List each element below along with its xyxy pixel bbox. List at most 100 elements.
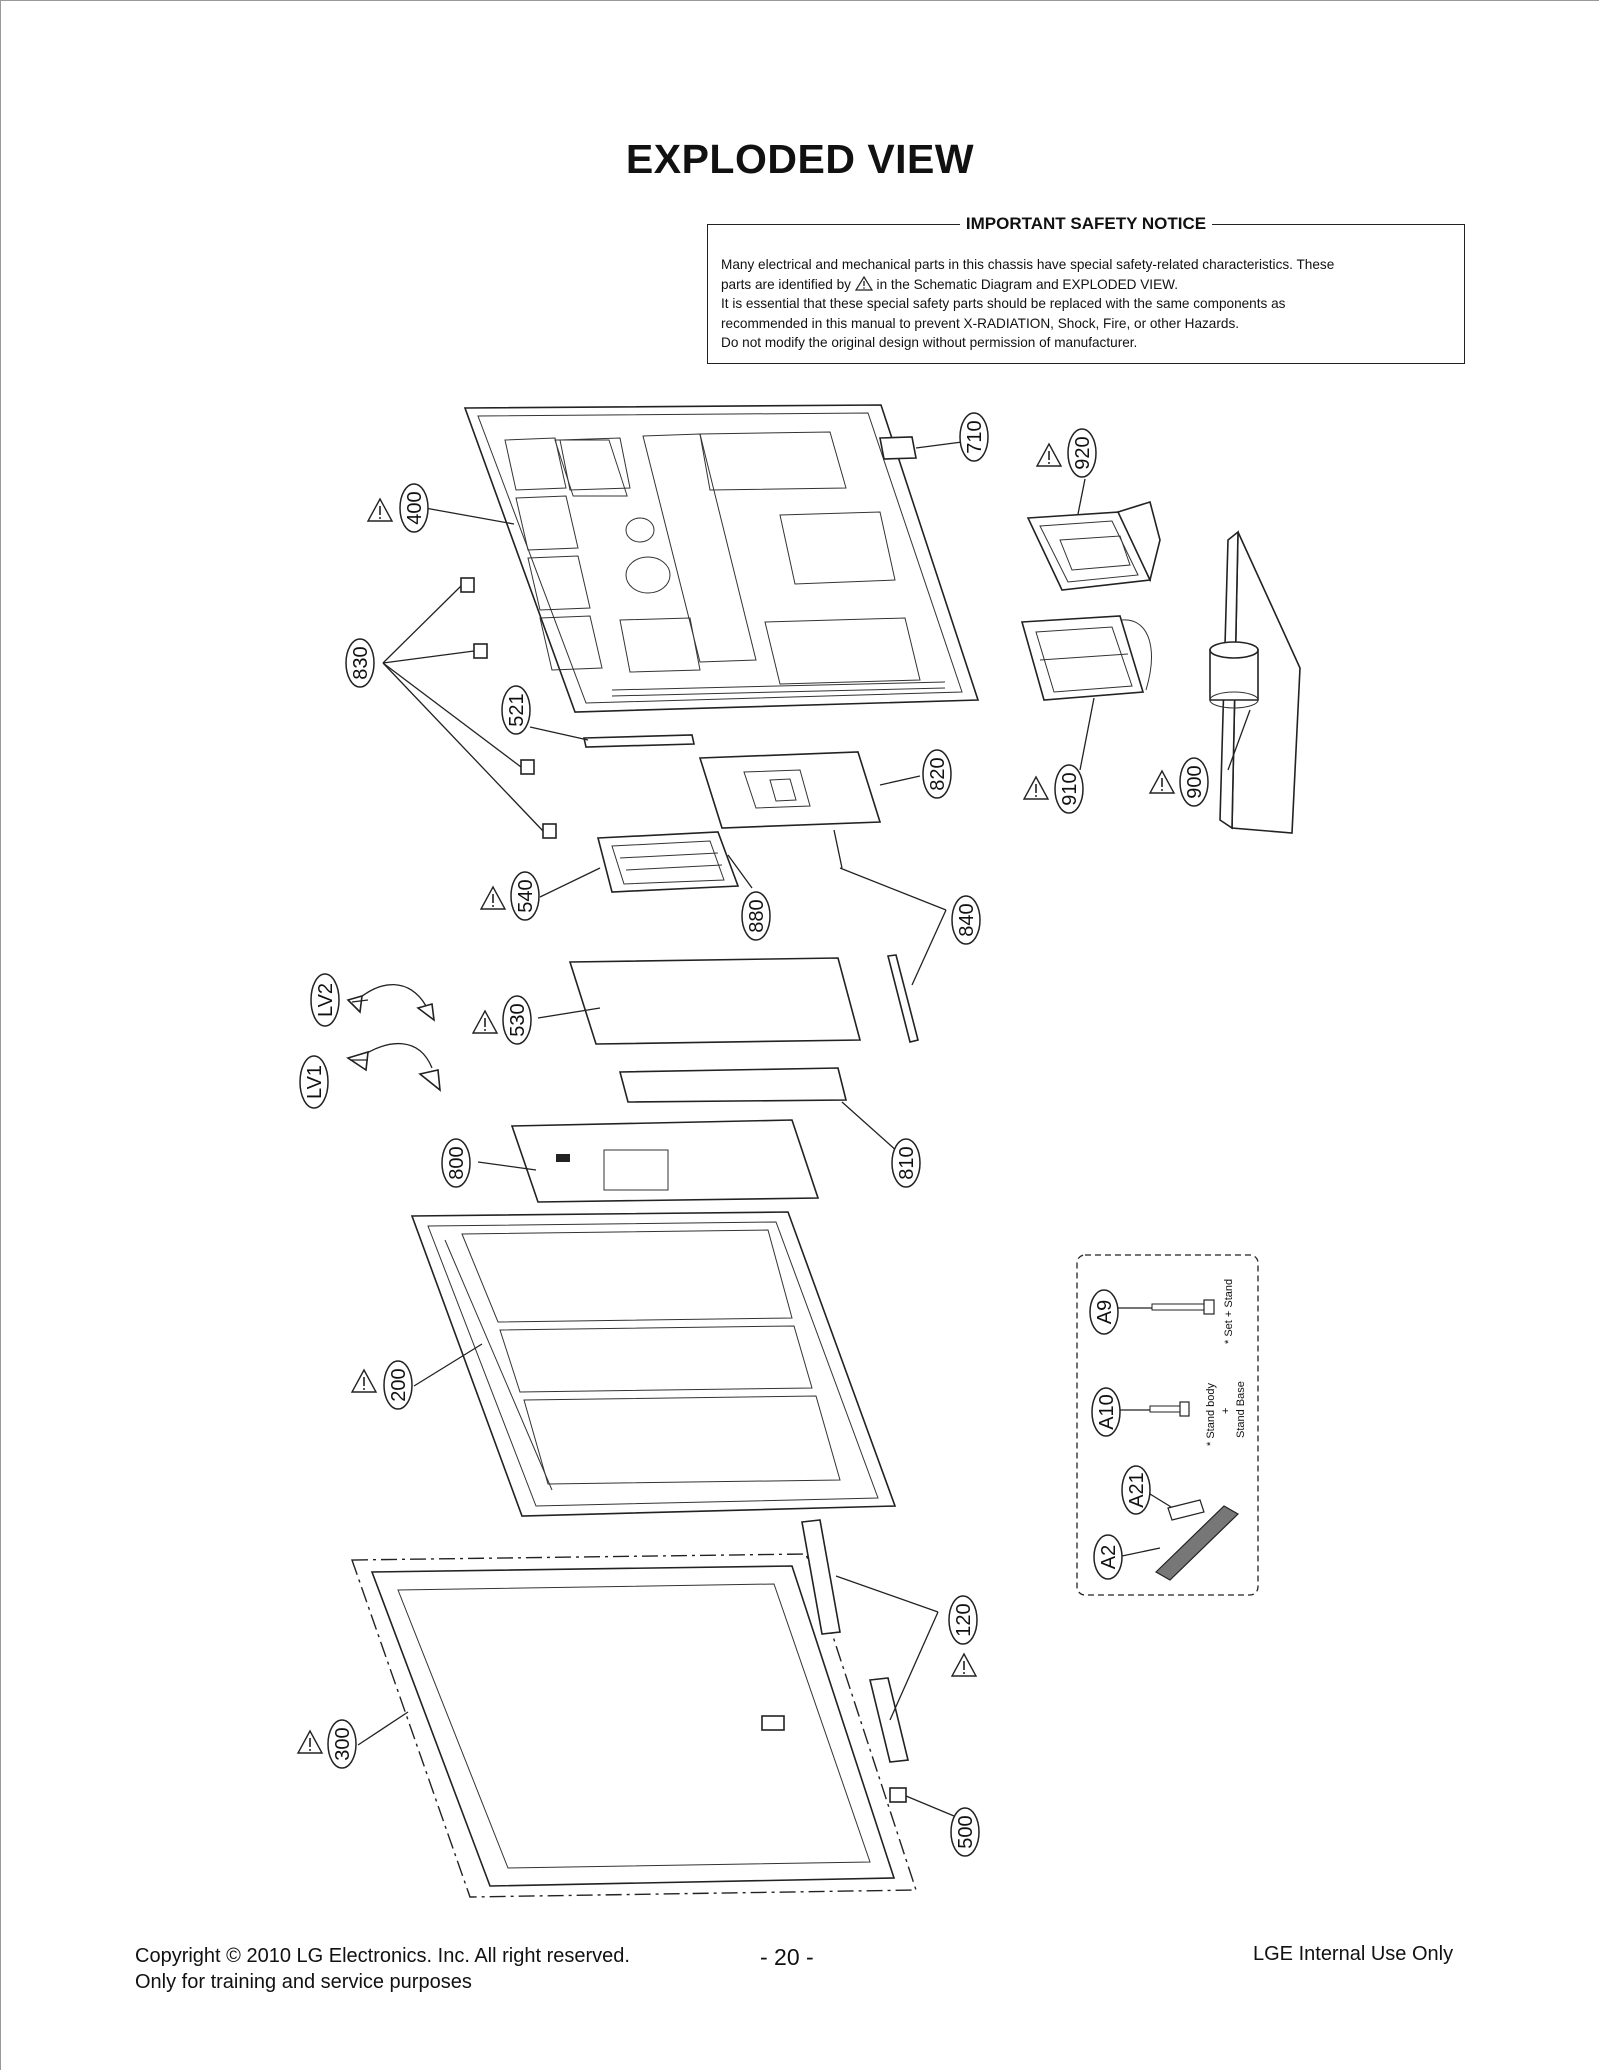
label-800: 800 [441, 1138, 471, 1188]
back-cover-part [463, 404, 980, 713]
notice-line-2b: in the Schematic Diagram and EXPLODED VI… [876, 276, 1178, 292]
stand-body-part [1020, 615, 1152, 701]
warning-120-icon [951, 1653, 977, 1677]
label-521-text: 521 [506, 693, 528, 726]
label-521: 521 [501, 685, 531, 735]
warning-triangle-icon [854, 275, 873, 291]
label-920: 920 [1067, 428, 1097, 478]
label-a21: A21 [1121, 1465, 1151, 1515]
lvds-cables [346, 983, 441, 1092]
bracket-840-part [886, 954, 919, 1043]
screw-a9-part [1151, 1299, 1215, 1315]
footer-page-number: - 20 - [760, 1944, 814, 1970]
label-820: 820 [922, 749, 952, 799]
notice-line-2: parts are identified by in the Schematic… [721, 275, 1451, 295]
label-500: 500 [950, 1807, 980, 1857]
warning-540-icon [480, 886, 506, 910]
note-plus: + [1220, 1408, 1232, 1414]
screw-a10-part [1149, 1401, 1190, 1417]
warning-900-icon [1149, 770, 1175, 794]
label-820-text: 820 [927, 757, 949, 790]
part-500 [889, 1787, 907, 1803]
label-lv2: LV2 [310, 973, 340, 1027]
label-a10: A10 [1091, 1387, 1121, 1437]
label-810: 810 [891, 1138, 921, 1188]
label-900: 900 [1179, 757, 1209, 807]
label-530: 530 [502, 995, 532, 1045]
warning-200-icon [351, 1369, 377, 1393]
label-540: 540 [510, 871, 540, 921]
safety-notice-box: IMPORTANT SAFETY NOTICE Many electrical … [707, 214, 1465, 364]
page-title: EXPLODED VIEW [625, 136, 975, 182]
speaker-120-parts [801, 1519, 909, 1763]
label-400-text: 400 [404, 491, 426, 524]
label-840-text: 840 [956, 903, 978, 936]
safety-notice-heading: IMPORTANT SAFETY NOTICE [959, 214, 1213, 233]
label-830-text: 830 [350, 646, 372, 679]
sheet-800-part [510, 1119, 820, 1203]
hinge-830-parts [460, 577, 557, 839]
label-830: 830 [345, 638, 375, 688]
label-900-text: 900 [1184, 765, 1206, 798]
note-stand-base: Stand Base [1235, 1381, 1247, 1438]
footer-left: Copyright © 2010 LG Electronics. Inc. Al… [135, 1943, 630, 1995]
footer-internal: LGE Internal Use Only [1253, 1943, 1454, 1965]
label-lv1: LV1 [299, 1055, 329, 1109]
label-530-text: 530 [507, 1003, 529, 1036]
label-880-text: 880 [746, 899, 768, 932]
label-a2: A2 [1093, 1534, 1123, 1580]
label-500-text: 500 [955, 1815, 977, 1848]
label-lv1-text: LV1 [304, 1065, 326, 1099]
main-board-540-part [596, 831, 740, 893]
label-200-text: 200 [388, 1368, 410, 1401]
notice-line-4: recommended in this manual to prevent X-… [721, 315, 1240, 331]
label-120-text: 120 [953, 1603, 975, 1636]
label-300-text: 300 [332, 1727, 354, 1760]
warning-910-icon [1023, 776, 1049, 800]
label-a9: A9 [1089, 1289, 1119, 1335]
label-710-text: 710 [964, 420, 986, 453]
label-910-text: 910 [1059, 772, 1081, 805]
label-400: 400 [399, 483, 429, 533]
label-840: 840 [951, 895, 981, 945]
insulator-810-part [618, 1067, 848, 1103]
label-300: 300 [327, 1719, 357, 1769]
label-a2-text: A2 [1098, 1545, 1120, 1569]
label-910: 910 [1054, 764, 1084, 814]
note-set-stand: * Set + Stand [1223, 1279, 1235, 1344]
label-lv2-text: LV2 [315, 983, 337, 1017]
bracket-710-part [879, 436, 917, 460]
stand-bracket-a2-part [1155, 1499, 1239, 1581]
label-a21-text: A21 [1126, 1472, 1148, 1508]
label-810-text: 810 [896, 1146, 918, 1179]
strip-521-part [583, 734, 695, 748]
footer-copyright: Copyright © 2010 LG Electronics. Inc. Al… [135, 1945, 630, 1967]
warning-530-icon [472, 1010, 498, 1034]
label-880: 880 [741, 891, 771, 941]
notice-line-5: Do not modify the original design withou… [721, 335, 1138, 350]
warning-920-icon [1036, 443, 1062, 467]
leader-lines [350, 441, 1251, 1817]
safety-notice-body: Many electrical and mechanical parts in … [721, 255, 1451, 353]
label-710: 710 [959, 412, 989, 462]
accessory-box: A9 * Set + Stand A10 * Stand body + Stan… [1076, 1254, 1259, 1596]
label-800-text: 800 [446, 1146, 468, 1179]
bracket-plate-820-part [698, 751, 882, 829]
stand-neck-part [1026, 500, 1161, 591]
part-labels: 400 710 920 830 521 820 910 [297, 412, 1209, 1857]
label-540-text: 540 [515, 879, 537, 912]
label-120: 120 [948, 1595, 978, 1645]
frame-200-part [410, 1211, 897, 1517]
front-bezel-300-part [351, 1553, 917, 1898]
stand-base-part [1209, 530, 1301, 834]
label-200: 200 [383, 1360, 413, 1410]
footer-training: Only for training and service purposes [135, 1971, 472, 1993]
safety-notice-heading-wrap: IMPORTANT SAFETY NOTICE [708, 214, 1464, 234]
label-a10-text: A10 [1096, 1394, 1118, 1430]
note-stand-body: * Stand body [1205, 1383, 1217, 1446]
warning-300-icon [297, 1730, 323, 1754]
label-920-text: 920 [1072, 436, 1094, 469]
notice-line-3: It is essential that these special safet… [721, 296, 1286, 311]
